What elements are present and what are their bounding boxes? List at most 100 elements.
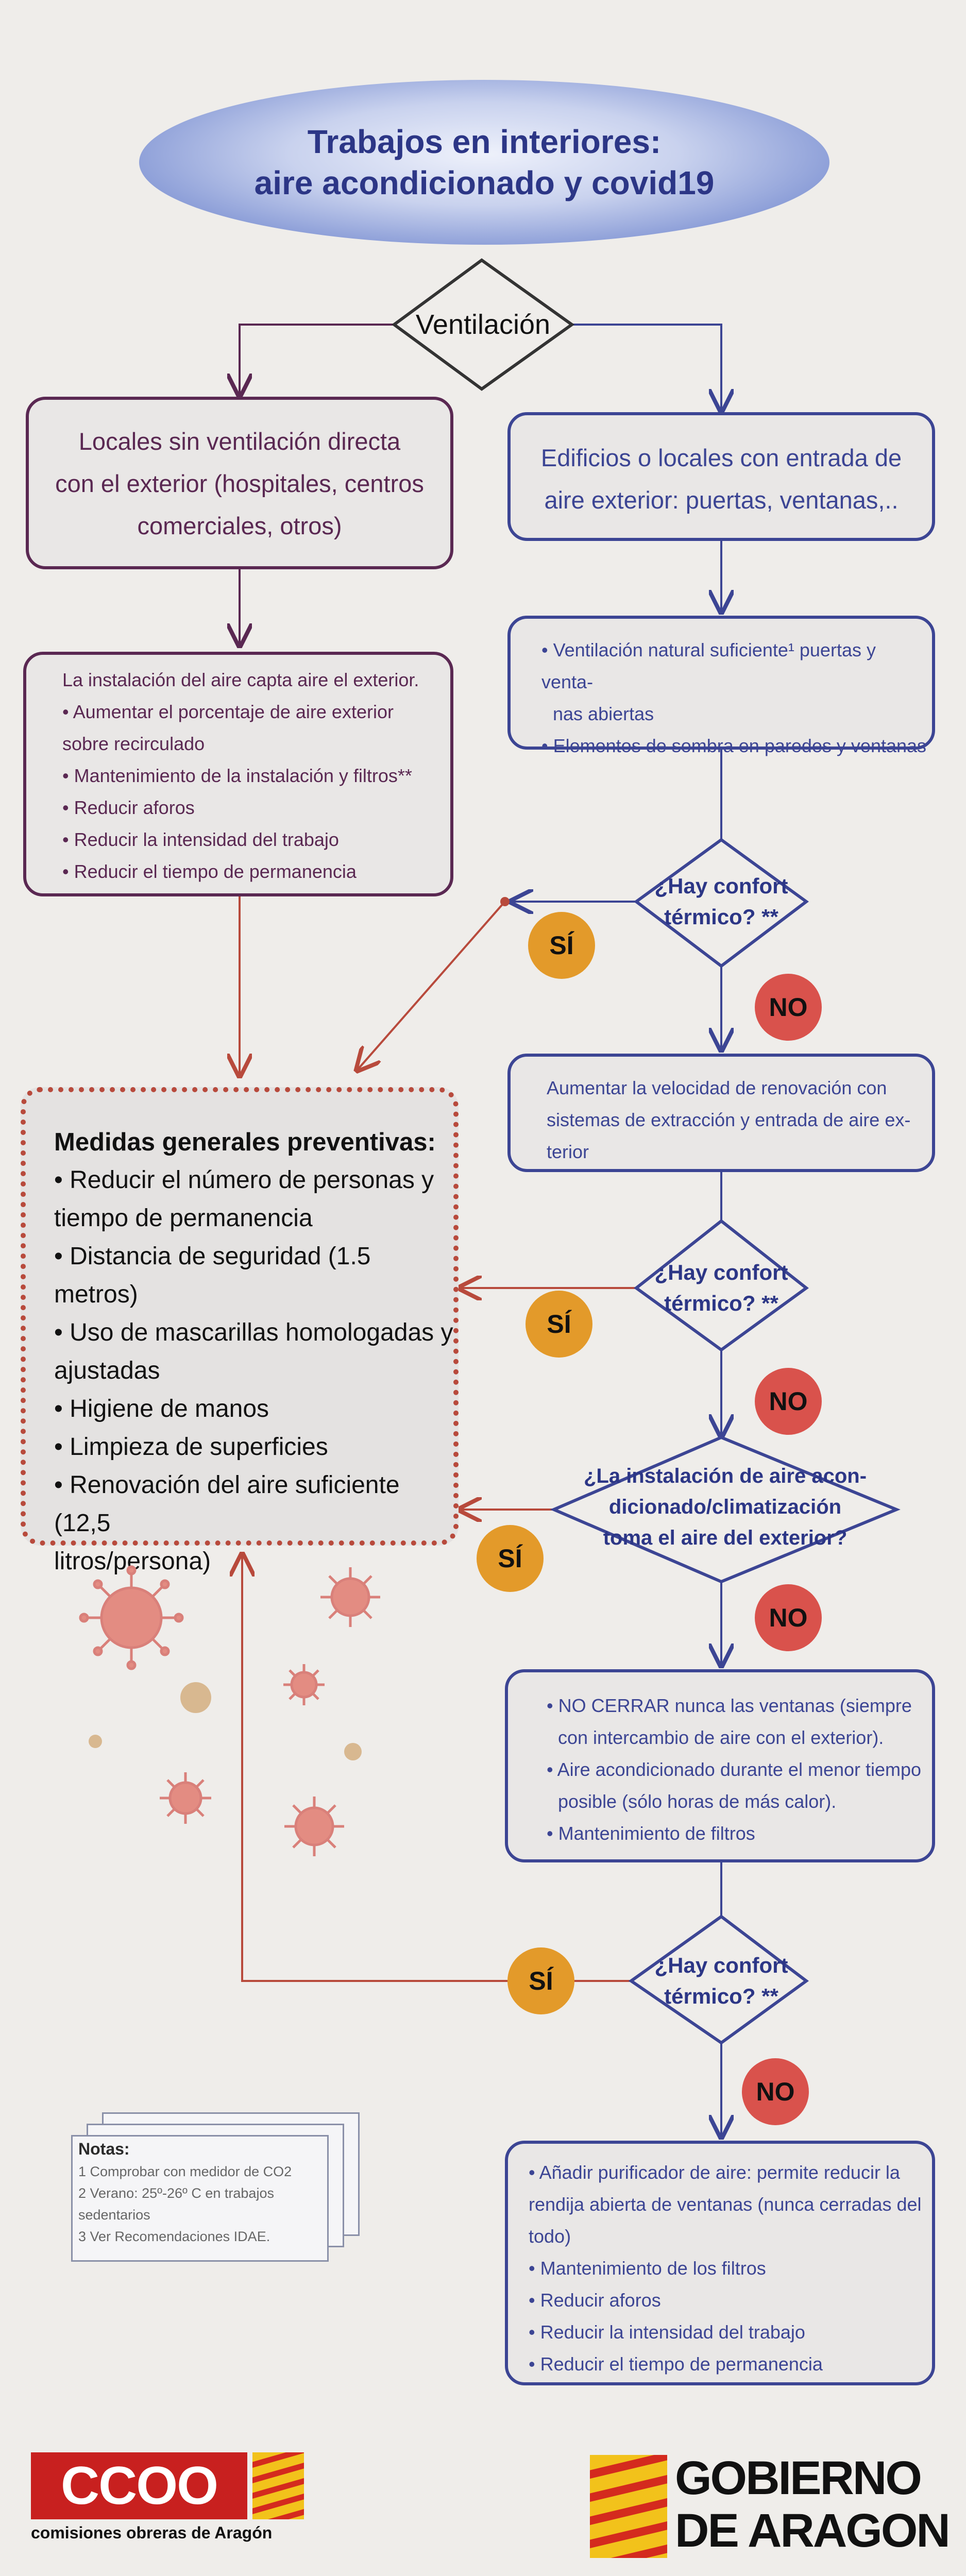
confort-label-1: ¿Hay confort térmico? ** bbox=[636, 871, 806, 933]
left-heading-1: Locales sin ventilación directa bbox=[78, 428, 401, 455]
ccoo-logo-word: CCOO bbox=[31, 2452, 247, 2519]
right-measure-line: Ventilación natural suficiente¹ puertas … bbox=[541, 634, 932, 698]
purificador-line: • Mantenimiento de los filtros bbox=[529, 2258, 766, 2279]
notes-content: Notas: 1 Comprobar con medidor de CO2 2 … bbox=[78, 2137, 346, 2247]
left-measure-item: Reducir la intensidad del trabajo bbox=[62, 824, 450, 856]
right-heading-1: Edificios o locales con entrada de bbox=[540, 444, 902, 471]
medida-line: ajustadas bbox=[54, 1357, 160, 1384]
gobierno-line1: GOBIERNO bbox=[675, 2452, 922, 2504]
particle-icon bbox=[89, 1682, 362, 1760]
ventilacion-diamond bbox=[391, 258, 575, 391]
right-measures-box: Ventilación natural suficiente¹ puertas … bbox=[507, 616, 935, 756]
gobierno-wordmark: GOBIERNO DE ARAGON bbox=[675, 2452, 951, 2557]
confort-diamond-2 bbox=[634, 1219, 809, 1352]
confort-3-line1: ¿Hay confort bbox=[654, 1953, 788, 1977]
si-badge: SÍ bbox=[526, 1291, 592, 1358]
no-badge: NO bbox=[755, 974, 822, 1041]
medida-line: • Higiene de manos bbox=[54, 1395, 269, 1422]
aumentar-line: terior bbox=[547, 1141, 589, 1162]
nocerrar-line: con intercambio de aire con el exterior)… bbox=[558, 1727, 884, 1748]
confort-diamond-1 bbox=[633, 838, 809, 968]
notes-list: 1 Comprobar con medidor de CO2 2 Verano:… bbox=[78, 2161, 346, 2247]
aumentar-line: Aumentar la velocidad de renovación con bbox=[547, 1077, 887, 1098]
confort-2-line1: ¿Hay confort bbox=[654, 1260, 788, 1284]
note-item: 3 Ver Recomendaciones IDAE. bbox=[78, 2229, 270, 2244]
purificador-line: • Reducir la intensidad del trabajo bbox=[529, 2321, 805, 2343]
edificios-con-entrada-box: Edificios o locales con entrada de aire … bbox=[507, 412, 935, 541]
aragon-flag-icon bbox=[590, 2455, 667, 2558]
left-measures-list: La instalación del aire capta aire el ex… bbox=[62, 664, 450, 888]
confort-2-line2: térmico? ** bbox=[664, 1291, 778, 1315]
instalacion-label: ¿La instalación de aire acon- dicionado/… bbox=[554, 1461, 896, 1553]
instalacion-line2: dicionado/climatización bbox=[608, 1496, 842, 1518]
no-badge: NO bbox=[755, 1584, 822, 1651]
virus-icon bbox=[79, 1565, 380, 1856]
purificador-line: • Reducir el tiempo de permanencia bbox=[529, 2353, 823, 2375]
confort-3-line2: térmico? ** bbox=[664, 1984, 778, 2008]
instalacion-line1: ¿La instalación de aire acon- bbox=[583, 1465, 867, 1487]
confort-1-line1: ¿Hay confort bbox=[654, 874, 788, 898]
medida-line: • Distancia de seguridad (1.5 metros) bbox=[54, 1243, 371, 1308]
right-measures-list: Ventilación natural suficiente¹ puertas … bbox=[541, 634, 932, 762]
confort-label-3: ¿Hay confort térmico? ** bbox=[636, 1950, 806, 2012]
medidas-list: • Reducir el número de personas y tiempo… bbox=[54, 1161, 453, 1581]
medidas-title: Medidas generales preventivas: bbox=[54, 1128, 436, 1156]
right-heading-2: aire exterior: puertas, ventanas,.. bbox=[544, 486, 899, 514]
purificador-line: • Añadir purificador de aire: permite re… bbox=[529, 2162, 900, 2183]
right-measure-line-cont: nas abiertas bbox=[553, 703, 654, 724]
left-measure-item-cont: sobre recirculado bbox=[62, 733, 205, 754]
left-measures-box: La instalación del aire capta aire el ex… bbox=[23, 652, 453, 896]
gobierno-line2: DE ARAGON bbox=[675, 2504, 951, 2557]
note-item: 2 Verano: 25º-26º C en trabajos sedentar… bbox=[78, 2185, 274, 2223]
nocerrar-line: • Aire acondicionado durante el menor ti… bbox=[547, 1759, 922, 1780]
medida-line: • Limpieza de superficies bbox=[54, 1433, 328, 1461]
si-badge: SÍ bbox=[528, 912, 595, 979]
purificador-line: rendija abierta de ventanas (nunca cerra… bbox=[529, 2194, 922, 2215]
aumentar-renovacion-box: Aumentar la velocidad de renovación con … bbox=[507, 1054, 935, 1172]
gobierno-aragon-logo: GOBIERNO DE ARAGON bbox=[590, 2450, 951, 2563]
notes-title: Notas: bbox=[78, 2140, 130, 2158]
ventilacion-label: Ventilación bbox=[415, 309, 551, 340]
purificador-box: • Añadir purificador de aire: permite re… bbox=[505, 2141, 935, 2385]
title-line1: Trabajos en interiores: bbox=[307, 123, 662, 160]
nocerrar-line: posible (sólo horas de más calor). bbox=[558, 1791, 837, 1812]
left-measure-item: Aumentar el porcentaje de aire exterior bbox=[62, 696, 450, 728]
medida-line: • Renovación del aire suficiente (12,5 bbox=[54, 1471, 400, 1537]
ccoo-subtitle: comisiones obreras de Aragón bbox=[31, 2523, 273, 2542]
confort-diamond-3 bbox=[628, 1914, 809, 2045]
locales-sin-ventilacion-box: Locales sin ventilación directa con el e… bbox=[26, 397, 453, 569]
left-heading-2: con el exterior (hospitales, centros bbox=[55, 470, 424, 497]
left-measure-item: Mantenimiento de la instalación y filtro… bbox=[62, 760, 450, 792]
right-measure-line: Elementos de sombra en paredes y ventana… bbox=[541, 730, 932, 762]
aumentar-line: sistemas de extracción y entrada de aire… bbox=[547, 1109, 911, 1130]
aragon-flag-icon bbox=[252, 2452, 304, 2519]
purificador-line: • Reducir aforos bbox=[529, 2290, 661, 2311]
confort-1-line2: térmico? ** bbox=[664, 905, 778, 929]
instalacion-line3: toma el aire del exterior? bbox=[603, 1527, 848, 1549]
no-badge: NO bbox=[755, 1368, 822, 1435]
note-item: 1 Comprobar con medidor de CO2 bbox=[78, 2164, 292, 2179]
confort-label-2: ¿Hay confort térmico? ** bbox=[636, 1257, 806, 1319]
ccoo-logo: CCOO comisiones obreras de Aragón bbox=[31, 2452, 304, 2555]
nocerrar-line: • Mantenimiento de filtros bbox=[547, 1823, 755, 1844]
left-measure-item: Reducir aforos bbox=[62, 792, 450, 824]
note-sheet-front bbox=[71, 2135, 329, 2262]
medidas-generales-box: Medidas generales preventivas: • Reducir… bbox=[21, 1087, 459, 1575]
left-heading-3: comerciales, otros) bbox=[137, 512, 342, 539]
instalacion-diamond bbox=[550, 1435, 901, 1584]
purificador-line: todo) bbox=[529, 2226, 571, 2247]
title-oval: Trabajos en interiores: aire acondiciona… bbox=[139, 80, 829, 245]
medida-line: • Reducir el número de personas y bbox=[54, 1166, 434, 1194]
medida-line: • Uso de mascarillas homologadas y bbox=[54, 1319, 453, 1346]
medida-line: tiempo de permanencia bbox=[54, 1205, 313, 1232]
left-measure-item: Reducir el tiempo de permanencia bbox=[62, 856, 450, 888]
left-measures-intro: La instalación del aire capta aire el ex… bbox=[62, 669, 419, 690]
nocerrar-line: • NO CERRAR nunca las ventanas (siempre bbox=[547, 1695, 912, 1716]
no-badge: NO bbox=[742, 2058, 809, 2125]
notes-panel: Notas: 1 Comprobar con medidor de CO2 2 … bbox=[71, 2112, 360, 2262]
no-cerrar-box: • NO CERRAR nunca las ventanas (siempre … bbox=[505, 1669, 935, 1862]
